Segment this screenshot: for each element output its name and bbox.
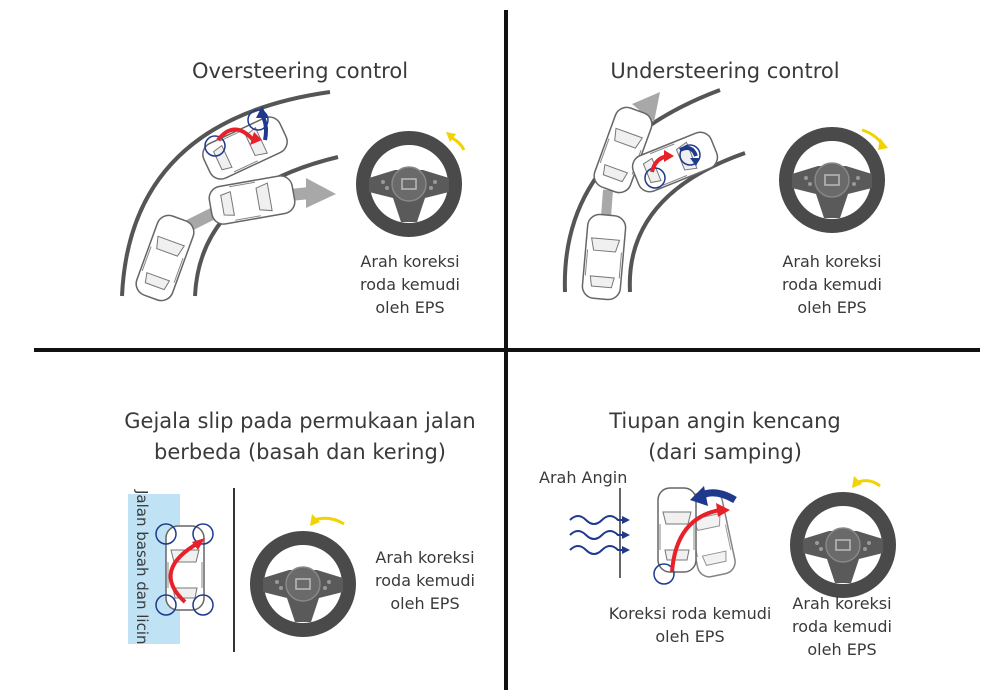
q2-caption-line3: oleh EPS	[797, 298, 867, 317]
steering-wheel-icon	[363, 138, 455, 230]
q1-road-outer	[120, 90, 331, 297]
q3-caption: Arah koreksi roda kemudi oleh EPS	[355, 546, 495, 615]
q1-caption-line2: roda kemudi	[360, 275, 460, 294]
car-icon	[132, 211, 198, 305]
q4-caption-line3: oleh EPS	[807, 640, 877, 659]
q3-title-line1: Gejala slip pada permukaan jalan	[124, 409, 476, 433]
q1-caption-line1: Arah koreksi	[360, 252, 460, 271]
q3-caption-line2: roda kemudi	[375, 571, 475, 590]
q2-caption-line1: Arah koreksi	[782, 252, 882, 271]
q4-caption-line1: Arah koreksi	[792, 594, 892, 613]
q4-car-caption-line1: Koreksi roda kemudi	[608, 604, 772, 623]
q3-title-line2: berbeda (basah dan kering)	[153, 440, 446, 464]
q1-caption: Arah koreksi roda kemudi oleh EPS	[340, 250, 480, 319]
steering-wheel-icon	[786, 134, 878, 226]
q1-caption-line3: oleh EPS	[375, 298, 445, 317]
car-icon	[198, 112, 292, 184]
q4-title-line1: Tiupan angin kencang	[609, 409, 841, 433]
wind-icon	[569, 515, 622, 555]
q2-road-inner	[627, 151, 746, 293]
q4-car-caption: Koreksi roda kemudi oleh EPS	[595, 602, 785, 648]
steering-wheel-icon	[257, 538, 349, 630]
q4-caption-line2: roda kemudi	[792, 617, 892, 636]
car-icon	[580, 212, 628, 302]
car-icon	[206, 173, 298, 227]
q4-title-line2: (dari samping)	[648, 440, 802, 464]
q2-caption-line2: roda kemudi	[782, 275, 882, 294]
q2-title: Understeering control	[610, 59, 840, 83]
q4-title: Tiupan angin kencang (dari samping)	[575, 406, 875, 468]
q1-title: Oversteering control	[191, 59, 409, 83]
q3-caption-line3: oleh EPS	[390, 594, 460, 613]
q3-title: Gejala slip pada permukaan jalan berbeda…	[100, 406, 500, 468]
steering-wheel-icon	[797, 499, 889, 591]
q2-caption: Arah koreksi roda kemudi oleh EPS	[762, 250, 902, 319]
q4-car-caption-line2: oleh EPS	[655, 627, 725, 646]
q4-caption: Arah koreksi roda kemudi oleh EPS	[772, 592, 912, 661]
horizontal-divider	[34, 348, 980, 352]
car-icon	[657, 487, 697, 573]
wet-road-label: Jalan basah dan licin	[133, 490, 151, 645]
q3-caption-line1: Arah koreksi	[375, 548, 475, 567]
wind-label: Arah Angin	[539, 468, 628, 487]
